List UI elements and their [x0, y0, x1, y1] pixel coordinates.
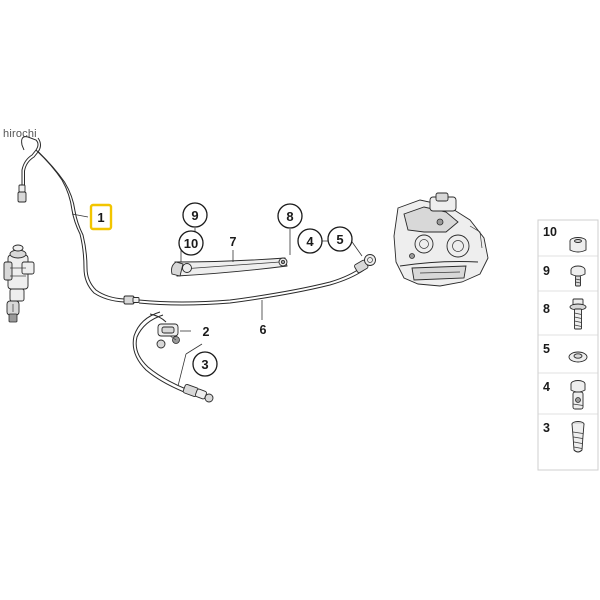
callout-part-5[interactable]: 5: [327, 226, 353, 252]
callout-part-1[interactable]: 1: [89, 203, 113, 231]
legend-number-9: 9: [543, 264, 550, 278]
legend-number-8: 8: [543, 302, 550, 316]
callout-label-1: 1: [97, 210, 104, 225]
callout-label-9: 9: [191, 208, 198, 223]
legend-number-4: 4: [543, 380, 550, 394]
callout-label-8: 8: [286, 209, 293, 224]
bleeder-screw-icon: [571, 421, 585, 453]
legend-item-3[interactable]: 3: [543, 421, 585, 453]
hardware-legend: 10 9 8: [537, 219, 599, 471]
brake-line-part-1: [17, 136, 140, 305]
callout-label-6: 6: [260, 323, 267, 337]
legend-item-8[interactable]: 8: [543, 298, 587, 330]
callout-label-2: 2: [203, 325, 210, 339]
callout-part-10[interactable]: 10: [178, 230, 204, 256]
brake-hose-part-6: [132, 254, 376, 403]
legend-number-3: 3: [543, 421, 550, 435]
callout-label-5: 5: [336, 232, 343, 247]
callout-label-4: 4: [306, 234, 314, 249]
callout-label-7: 7: [230, 235, 237, 249]
callout-part-6[interactable]: 6: [260, 323, 267, 337]
callout-part-3[interactable]: 3: [192, 351, 218, 377]
sealing-washer-icon: [568, 351, 588, 363]
callout-label-10: 10: [184, 236, 198, 251]
legend-number-5: 5: [543, 342, 550, 356]
callout-part-8[interactable]: 8: [277, 203, 303, 229]
callout-part-9[interactable]: 9: [182, 202, 208, 228]
hose-strap-part-7: [171, 257, 288, 277]
callout-label-3: 3: [201, 357, 208, 372]
legend-number-10: 10: [543, 225, 557, 239]
callout-part-2[interactable]: 2: [203, 325, 210, 339]
flange-bolt-icon: [569, 298, 587, 330]
pan-head-screw-icon: [570, 265, 586, 287]
legend-item-5[interactable]: 5: [543, 342, 588, 363]
brake-caliper: [393, 192, 489, 287]
master-cylinder: [3, 244, 35, 323]
hose-clamp-part-2: [149, 313, 180, 349]
callout-part-7[interactable]: 7: [230, 235, 237, 249]
banjo-bolt-icon: [570, 380, 586, 410]
spacer-sleeve-icon: [569, 237, 587, 253]
callout-part-4[interactable]: 4: [297, 228, 323, 254]
legend-item-9[interactable]: 9: [543, 264, 586, 287]
legend-item-10[interactable]: 10: [543, 225, 587, 253]
legend-item-4[interactable]: 4: [543, 380, 586, 410]
leader-lines: [71, 213, 363, 387]
